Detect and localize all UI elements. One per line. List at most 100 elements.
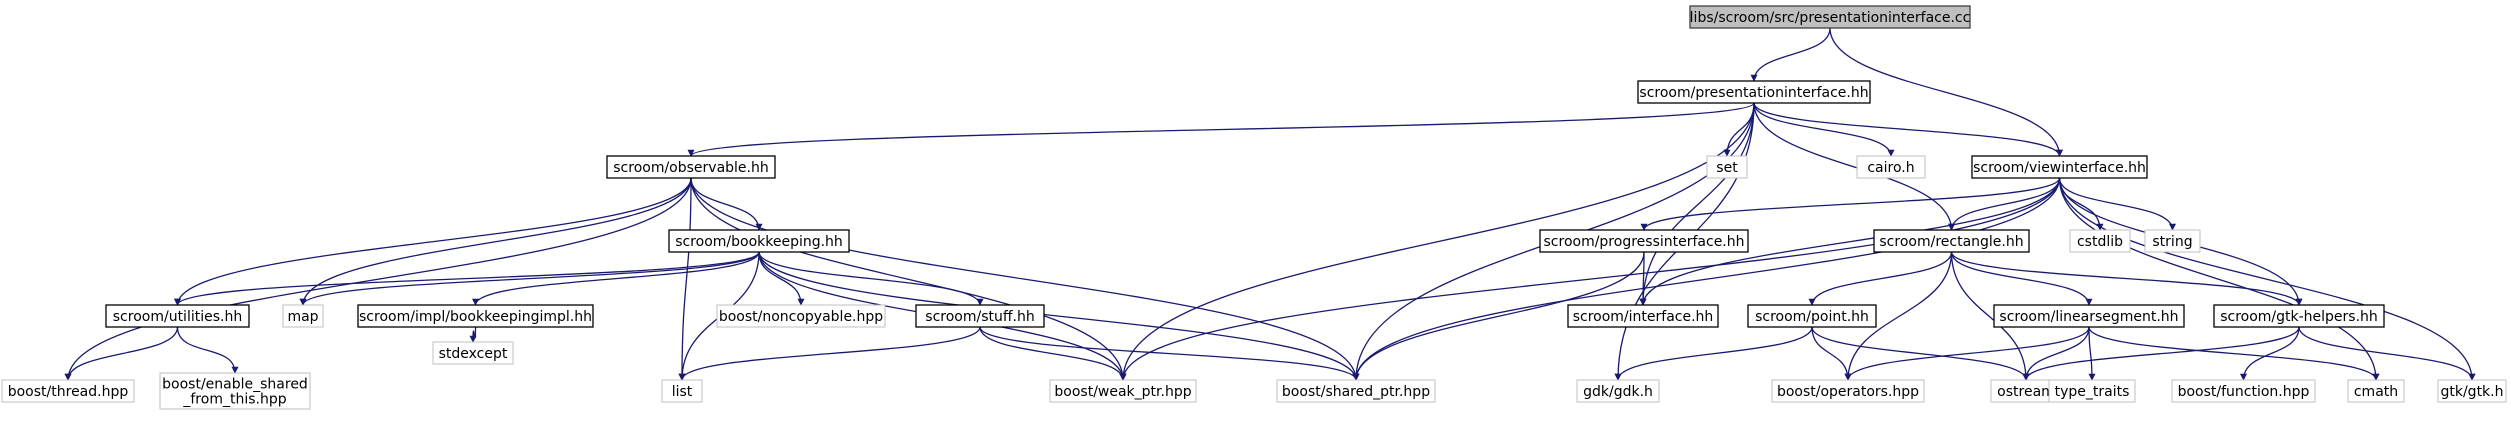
edge-rect-to-gtkh <box>1950 251 2303 306</box>
node-label-string: string <box>2152 234 2192 250</box>
node-gtk: gtk/gtk.h <box>2437 379 2507 403</box>
edge-gtkh-to-ostream <box>2022 326 2300 381</box>
edge-vi-to-weak <box>1119 177 2061 381</box>
node-box-string <box>2144 229 2201 253</box>
edge-linseg-to-ostream <box>2022 326 2090 381</box>
node-thread: boost/thread.hpp <box>1 379 135 403</box>
node-label-iface: scroom/interface.hh <box>1573 309 1714 325</box>
node-box-util <box>105 304 250 328</box>
edge-obs-to-list <box>678 177 692 381</box>
node-box-func <box>2171 379 2316 403</box>
node-label-noncopy: boost/noncopyable.hpp <box>719 309 883 325</box>
node-label-pi: scroom/presentationinterface.hh <box>1639 85 1868 101</box>
node-enable: boost/enable_shared_from_this.hpp <box>159 372 311 410</box>
node-shared: boost/shared_ptr.hpp <box>1276 379 1436 403</box>
node-label-util: scroom/utilities.hh <box>113 309 242 325</box>
edge-linseg-to-ops <box>1844 326 2090 381</box>
edge-pi-to-obs <box>687 102 1755 157</box>
node-box-bki <box>357 304 594 328</box>
node-string: string <box>2144 229 2201 253</box>
edge-bk-to-bki <box>472 251 760 306</box>
node-box-cmath <box>2347 379 2405 403</box>
node-box-cstdlib <box>2069 229 2131 253</box>
node-box-gtk <box>2437 379 2507 403</box>
node-label-typetraits: type_traits <box>2055 384 2130 400</box>
edge-pi-to-vi <box>1753 102 2063 157</box>
node-box-enable <box>159 372 311 410</box>
node-gtkh[interactable]: scroom/gtk-helpers.hh <box>2213 304 2385 328</box>
node-box-typetraits <box>2048 379 2136 403</box>
edge-bki-to-stdexcept <box>469 326 477 343</box>
node-label-stdexcept: stdexcept <box>439 346 508 362</box>
edge-bk-to-stuff <box>758 251 984 306</box>
edge-linseg-to-cmath <box>2088 326 2380 381</box>
node-iface[interactable]: scroom/interface.hh <box>1567 304 1719 328</box>
node-linseg[interactable]: scroom/linearsegment.hh <box>1993 304 2185 328</box>
node-label-set: set <box>1716 160 1738 176</box>
edge-gtkh-to-gtk <box>2298 326 2476 381</box>
node-box-shared <box>1276 379 1436 403</box>
node-box-noncopy <box>716 304 886 328</box>
edge-vi-to-iface <box>1639 177 2061 306</box>
node-label-gtk: gtk/gtk.h <box>2440 384 2503 400</box>
node-vi[interactable]: scroom/viewinterface.hh <box>1971 155 2148 179</box>
node-stuff[interactable]: scroom/stuff.hh <box>915 304 1045 328</box>
node-util[interactable]: scroom/utilities.hh <box>105 304 250 328</box>
edge-vi-to-shared <box>1352 177 2061 381</box>
edge-rect-to-linseg <box>1950 251 2093 306</box>
edge-bk-to-map <box>299 251 760 306</box>
edge-vi-to-string <box>2058 177 2176 231</box>
node-func: boost/function.hpp <box>2171 379 2316 403</box>
node-obs[interactable]: scroom/observable.hh <box>606 155 776 179</box>
edge-rect-to-point <box>1808 251 1953 306</box>
node-box-list <box>661 379 703 403</box>
node-label-gtkh: scroom/gtk-helpers.hh <box>2220 309 2378 325</box>
node-bki[interactable]: scroom/impl/bookkeepingimpl.hh <box>357 304 594 328</box>
node-box-stdexcept <box>432 341 514 365</box>
node-box-pi <box>1637 80 1871 104</box>
edge-stuff-to-weak <box>979 326 1127 381</box>
edge-obs-to-map <box>299 177 692 306</box>
edge-bk-to-shared <box>758 251 1360 381</box>
node-label-shared: boost/shared_ptr.hpp <box>1282 384 1430 400</box>
node-label-bk: scroom/bookkeeping.hh <box>675 234 843 250</box>
edge-linseg-to-typetraits <box>2088 326 2096 381</box>
edge-obs-to-util <box>174 177 692 306</box>
node-box-iface <box>1567 304 1719 328</box>
node-point[interactable]: scroom/point.hh <box>1747 304 1877 328</box>
node-root[interactable]: libs/scroom/src/presentationinterface.cc <box>1689 5 1971 29</box>
node-label-weak: boost/weak_ptr.hpp <box>1054 384 1191 400</box>
edge-root-to-vi <box>1829 27 2063 157</box>
nodes-layer: libs/scroom/src/presentationinterface.cc… <box>1 5 2507 410</box>
node-box-progi <box>1539 229 1749 253</box>
node-rect[interactable]: scroom/rectangle.hh <box>1873 229 2030 253</box>
edge-point-to-gdk <box>1614 326 1813 381</box>
edge-point-to-ostream <box>1811 326 2030 381</box>
node-cstdlib: cstdlib <box>2069 229 2131 253</box>
node-label-bki: scroom/impl/bookkeepingimpl.hh <box>359 309 592 325</box>
node-label-point: scroom/point.hh <box>1755 309 1869 325</box>
node-cmath: cmath <box>2347 379 2405 403</box>
node-box-bk <box>668 229 850 253</box>
edge-rect-to-ostream <box>1950 251 2030 381</box>
node-box-gtkh <box>2213 304 2385 328</box>
node-label-cstdlib: cstdlib <box>2077 234 2123 250</box>
node-weak: boost/weak_ptr.hpp <box>1049 379 1197 403</box>
edge-rect-to-ops <box>1844 251 1953 381</box>
node-label-thread: boost/thread.hpp <box>8 384 129 400</box>
edge-pi-to-set <box>1723 102 1755 157</box>
edge-vi-to-gtk <box>2058 177 2476 381</box>
node-label-enable: _from_this.hpp <box>182 392 286 408</box>
edge-gtkh-to-func <box>2240 326 2300 381</box>
edge-point-to-ops <box>1811 326 1852 381</box>
node-pi[interactable]: scroom/presentationinterface.hh <box>1637 80 1871 104</box>
node-box-stuff <box>915 304 1045 328</box>
node-box-ops <box>1771 379 1925 403</box>
node-label-map: map <box>287 309 318 325</box>
node-box-linseg <box>1993 304 2185 328</box>
node-box-weak <box>1049 379 1197 403</box>
node-progi[interactable]: scroom/progressinterface.hh <box>1539 229 1749 253</box>
node-box-thread <box>1 379 135 403</box>
node-bk[interactable]: scroom/bookkeeping.hh <box>668 229 850 253</box>
